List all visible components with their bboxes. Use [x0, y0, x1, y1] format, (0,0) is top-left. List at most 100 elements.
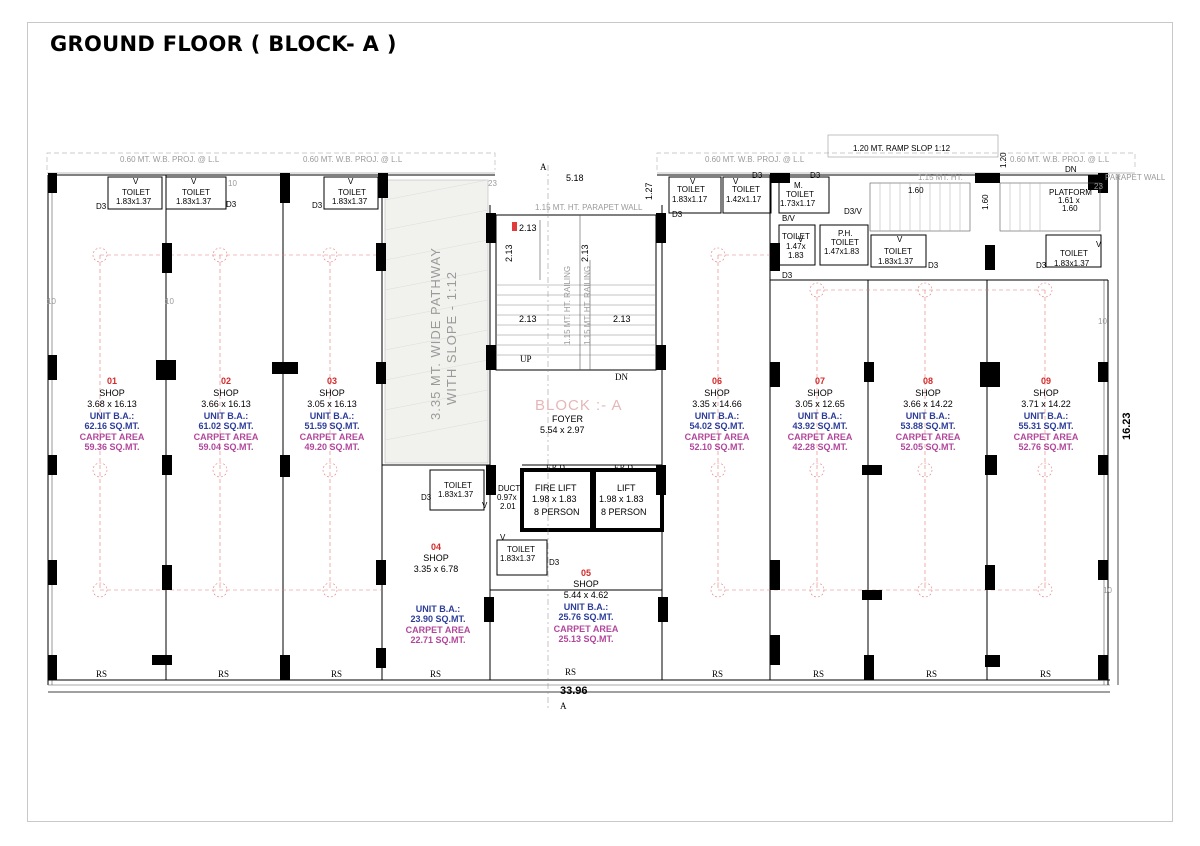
- shop-03-ba: 51.59 SQ.MT.: [304, 421, 359, 431]
- door-d3-8: D3: [810, 171, 821, 180]
- shop-05-size: 5.44 x 4.62: [564, 590, 609, 600]
- shop-07-type: SHOP: [807, 388, 833, 398]
- foyer-title: FOYER: [552, 414, 584, 424]
- toilet-10-name2: TOILET: [831, 238, 859, 247]
- shop-03-ca-label: CARPET AREA: [300, 432, 365, 442]
- drawing-frame: [27, 22, 1173, 822]
- shop-08-ca-label: CARPET AREA: [896, 432, 961, 442]
- shop-01-ca: 59.36 SQ.MT.: [84, 442, 139, 452]
- door-d3-4: D3: [421, 493, 432, 502]
- toilet-10-size: 1.47x1.83: [824, 247, 860, 256]
- shop-08-size: 3.66 x 14.22: [903, 399, 953, 409]
- stair-dim-3: 2.13: [580, 244, 590, 262]
- shop-09-ca-label: CARPET AREA: [1014, 432, 1079, 442]
- shop-01-ca-label: CARPET AREA: [80, 432, 145, 442]
- fire-lift-capacity: 8 PERSON: [534, 507, 580, 517]
- parapet-label: 1.15 MT. HT. PARAPET WALL: [535, 203, 643, 212]
- shop-07-size: 3.05 x 12.65: [795, 399, 845, 409]
- rs-8: RS: [926, 669, 937, 679]
- vent-4: V: [482, 501, 488, 510]
- outer-walls: [47, 174, 1110, 686]
- overall-width: 33.96: [560, 685, 588, 697]
- projection-label-4: 0.60 MT. W.B. PROJ. @ L.L: [1010, 155, 1110, 164]
- door-d3-9: D3: [782, 271, 793, 280]
- stair-dim-5: 2.13: [613, 314, 631, 324]
- rs-7: RS: [813, 669, 824, 679]
- grid-10-5: 10: [1103, 586, 1112, 595]
- door-d3-5: D3: [549, 558, 560, 567]
- vent-10: V: [1096, 240, 1102, 249]
- door-d3v: D3/V: [844, 207, 862, 216]
- dimension-lines: [48, 165, 1119, 710]
- projection-label-1: 0.60 MT. W.B. PROJ. @ L.L: [120, 155, 220, 164]
- shop-01-ba-label: UNIT B.A.:: [90, 411, 135, 421]
- shop-02-size: 3.66 x 16.13: [201, 399, 251, 409]
- ramp-label: 1.20 MT. RAMP SLOP 1:12: [853, 144, 951, 153]
- section-mark-bottom: A: [560, 701, 567, 711]
- shop-08-type: SHOP: [915, 388, 941, 398]
- ramp-height-label: 1.20: [999, 152, 1008, 168]
- toilet-9-size: 1.47x: [786, 242, 806, 251]
- shop-07-ba: 43.92 SQ.MT.: [792, 421, 847, 431]
- projection-label-3: 0.60 MT. W.B. PROJ. @ L.L: [705, 155, 805, 164]
- shop-05-ca-label: CARPET AREA: [554, 624, 619, 634]
- shop-01-type: SHOP: [99, 388, 125, 398]
- block-name: BLOCK :- A: [535, 397, 623, 414]
- door-d3-3: D3: [312, 201, 323, 210]
- stair-railing-1: 1.15 MT. HT. RAILING: [563, 266, 572, 345]
- platform-title: PLATFORM: [1049, 188, 1092, 197]
- shop-08-ba: 53.88 SQ.MT.: [900, 421, 955, 431]
- toilet-6-size: 1.83x1.17: [672, 195, 708, 204]
- shop-03-ca: 49.20 SQ.MT.: [304, 442, 359, 452]
- shop-03-type: SHOP: [319, 388, 345, 398]
- stair-dim-4: 2.13: [519, 314, 537, 324]
- grid-10-4: 10: [1098, 317, 1107, 326]
- door-d3-1: D3: [96, 202, 107, 211]
- stair-dim-2: 2.13: [504, 244, 514, 262]
- toilet-8-name2: TOILET: [786, 190, 814, 199]
- door-bv: B/V: [782, 214, 796, 223]
- shop-06-ca: 52.10 SQ.MT.: [689, 442, 744, 452]
- shop-09-number: 09: [1041, 376, 1051, 386]
- vent-6: V: [690, 177, 696, 186]
- shop-06-number: 06: [712, 376, 722, 386]
- grid-10-1: 10: [228, 179, 237, 188]
- grid-23-1: 23: [488, 179, 497, 188]
- shop-09-ca: 52.76 SQ.MT.: [1018, 442, 1073, 452]
- shop-06-ca-label: CARPET AREA: [685, 432, 750, 442]
- vent-9: V: [897, 235, 903, 244]
- vent-7: V: [733, 177, 739, 186]
- structural-grid: [92, 247, 1053, 598]
- dim-1-27: 1.27: [644, 182, 654, 200]
- platform-size-2: 1.60: [1062, 204, 1078, 213]
- door-d3-7: D3: [752, 171, 763, 180]
- shop-06-type: SHOP: [704, 388, 730, 398]
- shop-02-ca-label: CARPET AREA: [194, 432, 259, 442]
- toilet-3-name: TOILET: [338, 188, 366, 197]
- shop-09-type: SHOP: [1033, 388, 1059, 398]
- toilet-11-name: TOILET: [884, 247, 912, 256]
- toilet-outlines: [107, 176, 1102, 576]
- toilet-3-size: 1.83x1.37: [332, 197, 368, 206]
- rs-1: RS: [96, 669, 107, 679]
- shop-04-ca-label: CARPET AREA: [406, 625, 471, 635]
- shop-06-ba-label: UNIT B.A.:: [695, 411, 740, 421]
- shop-09-ba-label: UNIT B.A.:: [1024, 411, 1069, 421]
- vent-5: V: [500, 533, 506, 542]
- dim-1-60-a: 1.60: [908, 186, 924, 195]
- lift-size: 1.98 x 1.83: [599, 494, 644, 504]
- shop-07-ca-label: CARPET AREA: [788, 432, 853, 442]
- toilet-12-name: TOILET: [1060, 249, 1088, 258]
- shop-02-number: 02: [221, 376, 231, 386]
- vent-1: V: [133, 177, 139, 186]
- toilet-10-name: P.H.: [838, 229, 853, 238]
- toilet-8-size: 1.73x1.17: [780, 199, 816, 208]
- door-d3-10: D3: [928, 261, 939, 270]
- toilet-12-size: 1.83x1.37: [1054, 259, 1090, 268]
- fire-lift-size: 1.98 x 1.83: [532, 494, 577, 504]
- shop-03-ba-label: UNIT B.A.:: [310, 411, 355, 421]
- rs-3: RS: [331, 669, 342, 679]
- duct-title: DUCT: [498, 484, 520, 493]
- shop-05-ba: 25.76 SQ.MT.: [558, 612, 613, 622]
